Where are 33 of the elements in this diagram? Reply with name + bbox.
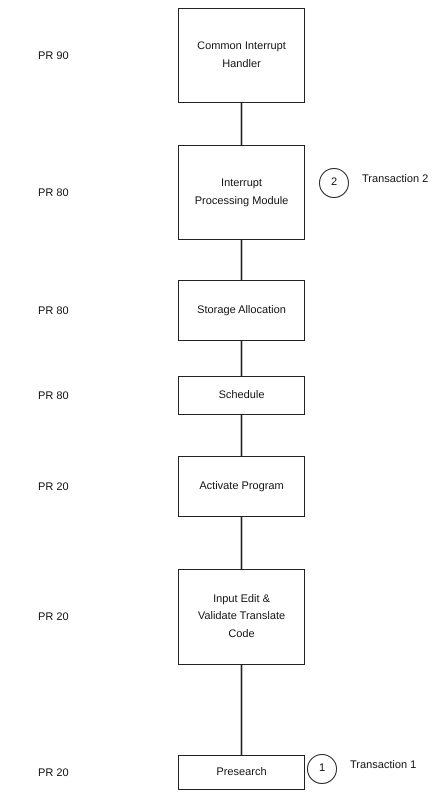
process-box xyxy=(178,280,305,341)
box-label: Activate Program xyxy=(198,478,285,494)
callout-number: 1 xyxy=(318,761,326,776)
transaction-label: Transaction 2 xyxy=(362,173,428,185)
priority-label: PR 80 xyxy=(38,187,69,199)
box-label: Storage Allocation xyxy=(196,302,287,318)
priority-label: PR 80 xyxy=(38,390,69,402)
priority-label: PR 20 xyxy=(38,767,69,779)
priority-label: PR 20 xyxy=(38,611,69,623)
box-label: Presearch xyxy=(215,764,268,780)
connector-line xyxy=(240,415,242,456)
connector-line xyxy=(240,665,242,755)
process-box xyxy=(178,376,305,415)
connector-line xyxy=(240,341,242,376)
callout-number: 2 xyxy=(330,175,338,190)
process-box xyxy=(178,456,305,517)
priority-label: PR 90 xyxy=(38,50,69,62)
connector-line xyxy=(240,517,242,569)
connector-line xyxy=(240,103,242,145)
box-label: Common Interrupt Handler xyxy=(196,39,287,72)
connector-line xyxy=(240,240,242,280)
process-box xyxy=(178,145,305,240)
transaction-label: Transaction 1 xyxy=(350,759,416,771)
priority-label: PR 20 xyxy=(38,481,69,493)
priority-label: PR 80 xyxy=(38,305,69,317)
box-label: Interrupt Processing Module xyxy=(194,176,290,208)
number-circle xyxy=(319,168,349,198)
process-box xyxy=(178,755,305,790)
process-box xyxy=(178,8,305,103)
process-box xyxy=(178,569,305,665)
number-circle xyxy=(307,754,337,784)
box-label: Input Edit & Validate Translate Code xyxy=(196,592,286,642)
box-label: Schedule xyxy=(218,388,266,403)
